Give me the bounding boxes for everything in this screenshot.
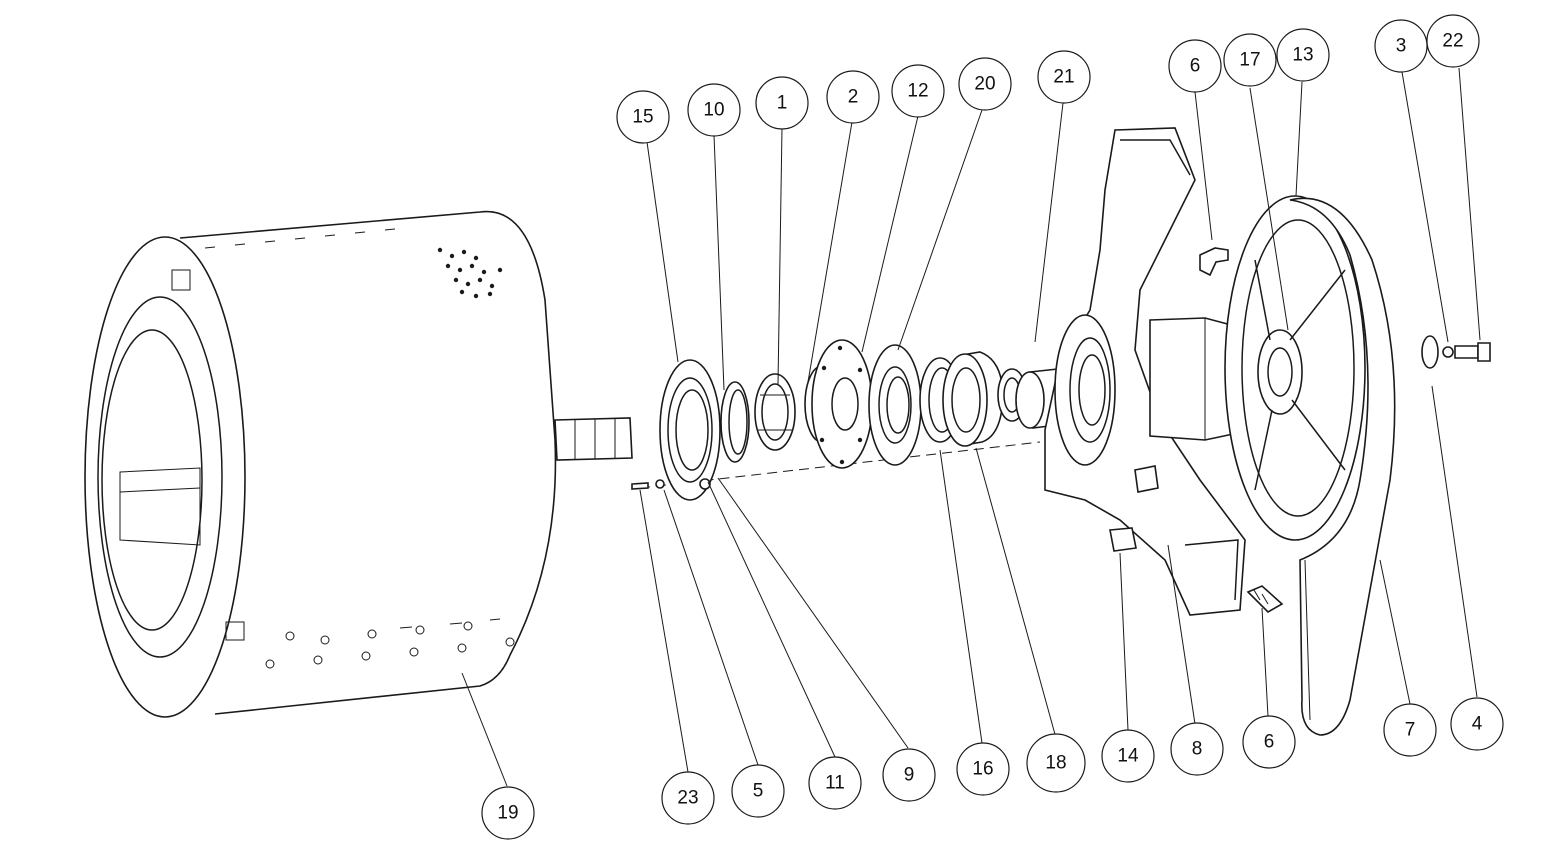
drum-perforations <box>204 228 515 669</box>
svg-text:7: 7 <box>1405 720 1416 741</box>
svg-text:23: 23 <box>677 788 698 809</box>
leader-lines <box>461 67 1481 787</box>
svg-text:12: 12 <box>907 81 928 102</box>
svg-text:22: 22 <box>1442 31 1463 52</box>
svg-text:14: 14 <box>1117 746 1139 767</box>
elbow-fitting-part <box>1199 247 1229 277</box>
oring-part <box>720 381 750 463</box>
hub-flange-part <box>659 359 721 501</box>
callout-2: 2 <box>826 70 880 124</box>
callout-13: 13 <box>1276 28 1330 82</box>
callout-10: 10 <box>687 83 741 137</box>
drum-part <box>84 210 633 718</box>
svg-text:2: 2 <box>848 87 859 108</box>
callout-15: 15 <box>616 90 670 144</box>
callout-21: 21 <box>1037 50 1091 104</box>
pulley-part <box>1224 195 1366 541</box>
svg-text:4: 4 <box>1472 714 1483 735</box>
svg-text:20: 20 <box>974 74 995 95</box>
svg-text:5: 5 <box>753 781 764 802</box>
grease-fitting-part <box>1246 585 1284 613</box>
svg-text:9: 9 <box>904 765 915 786</box>
svg-text:17: 17 <box>1239 50 1260 71</box>
svg-text:15: 15 <box>632 107 653 128</box>
svg-text:13: 13 <box>1292 45 1313 66</box>
svg-text:1: 1 <box>777 93 788 114</box>
callout-8: 8 <box>1170 722 1224 776</box>
bearing-housing-part <box>868 344 922 466</box>
svg-text:10: 10 <box>703 100 724 121</box>
callout-6-bottom: 6 <box>1242 715 1296 769</box>
svg-text:16: 16 <box>972 759 993 780</box>
callout-18-highlight <box>1026 733 1086 793</box>
callout-4: 4 <box>1450 697 1504 751</box>
callout-20: 20 <box>958 57 1012 111</box>
belt-part <box>1289 197 1396 736</box>
svg-text:19: 19 <box>497 803 518 824</box>
callout-7: 7 <box>1383 703 1437 757</box>
callout-9: 9 <box>882 748 936 802</box>
callout-12: 12 <box>891 64 945 118</box>
pad-part <box>1109 465 1159 552</box>
plate-part <box>811 339 873 469</box>
screw-washer-small-part <box>631 478 711 490</box>
callout-19: 19 <box>481 786 535 840</box>
callout-17: 17 <box>1223 33 1277 87</box>
callout-3: 3 <box>1374 19 1428 73</box>
callout-18: 18 <box>1026 733 1086 793</box>
callout-6-top: 6 <box>1168 39 1222 93</box>
bearing-part <box>942 351 1004 447</box>
callout-11: 11 <box>808 756 862 810</box>
svg-text:21: 21 <box>1053 67 1074 88</box>
callout-23: 23 <box>661 771 715 825</box>
callout-16: 16 <box>956 742 1010 796</box>
seal-part <box>754 373 796 451</box>
svg-text:11: 11 <box>825 773 845 794</box>
callout-5: 5 <box>731 764 785 818</box>
svg-text:8: 8 <box>1192 739 1203 760</box>
callout-22: 22 <box>1426 14 1480 68</box>
svg-text:3: 3 <box>1396 36 1407 57</box>
bearing-support-part <box>1044 127 1253 616</box>
svg-text:6: 6 <box>1264 732 1275 753</box>
svg-text:6: 6 <box>1190 56 1201 77</box>
svg-text:18: 18 <box>1045 753 1066 774</box>
washer-nut-bolt-part <box>1421 335 1491 369</box>
callout-14: 14 <box>1101 729 1155 783</box>
callout-1: 1 <box>755 76 809 130</box>
